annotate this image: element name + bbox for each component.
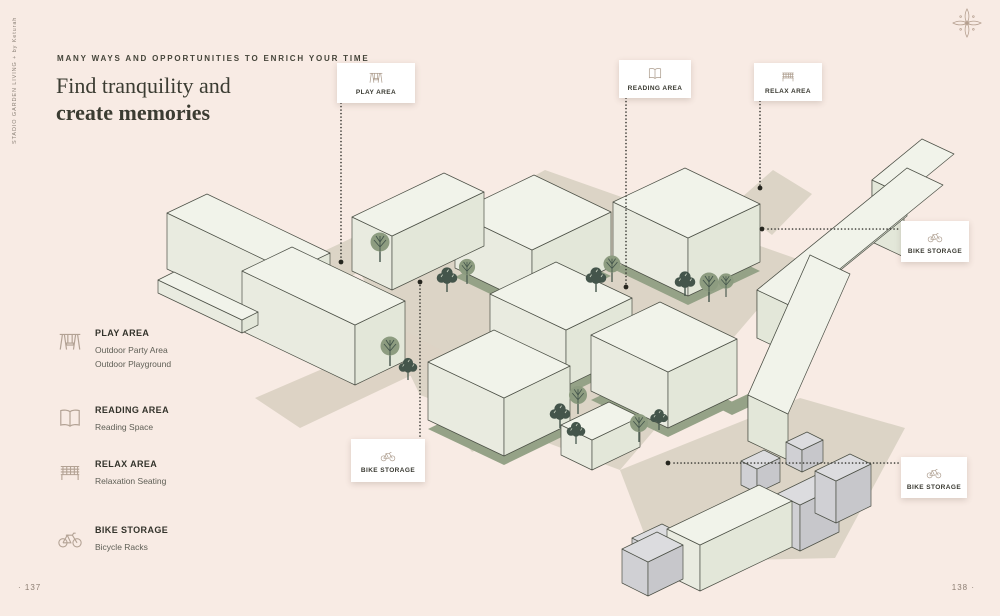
callout-bike-storage-top-right: BIKE STORAGE — [901, 221, 969, 262]
open-book-icon — [57, 406, 83, 432]
callout-label: READING AREA — [627, 85, 683, 92]
bicycle-icon — [57, 526, 83, 552]
bench-icon — [57, 460, 83, 486]
callout-label: RELAX AREA — [764, 88, 811, 95]
legend-detail: Relaxation Seating — [95, 476, 167, 486]
legend-title: RELAX AREA — [95, 459, 158, 469]
swing-icon — [57, 329, 83, 355]
callout-bike-storage-left: BIKE STORAGE — [351, 439, 425, 482]
title-line-1: Find tranquility and — [56, 73, 231, 98]
legend-item-relax-area: RELAX AREA Relaxation Seating — [57, 459, 166, 488]
legend-detail: Bicycle Racks — [95, 542, 148, 552]
open-book-icon — [646, 66, 664, 82]
legend-text: RELAX AREA Relaxation Seating — [95, 459, 166, 488]
bicycle-icon — [923, 229, 947, 245]
legend-detail: Reading Space — [95, 422, 154, 432]
swing-icon — [367, 70, 385, 86]
callout-play-area: PLAY AREA — [337, 63, 415, 103]
flower-ornament-icon — [950, 6, 984, 40]
legend-text: PLAY AREA Outdoor Party Area Outdoor Pla… — [95, 328, 171, 371]
callout-reading-area: READING AREA — [619, 60, 691, 98]
legend-detail: Outdoor Playground — [95, 359, 172, 369]
callout-label: PLAY AREA — [355, 89, 397, 96]
side-label: STADIO GARDEN LIVING + by Keturah — [12, 16, 18, 144]
legend-title: READING AREA — [95, 405, 169, 415]
legend-item-play-area: PLAY AREA Outdoor Party Area Outdoor Pla… — [57, 328, 171, 371]
legend-item-bike-storage: BIKE STORAGE Bicycle Racks — [57, 525, 168, 554]
callout-label: BIKE STORAGE — [360, 466, 416, 474]
bench-icon — [779, 69, 797, 85]
legend-text: READING AREA Reading Space — [95, 405, 169, 434]
legend-text: BIKE STORAGE Bicycle Racks — [95, 525, 168, 554]
title-line-2: create memories — [56, 100, 211, 125]
legend-item-reading-area: READING AREA Reading Space — [57, 405, 169, 434]
legend-detail: Outdoor Party Area — [95, 345, 168, 355]
bicycle-icon — [376, 448, 400, 464]
legend-title: PLAY AREA — [95, 328, 150, 338]
bicycle-icon — [922, 465, 946, 481]
callout-relax-area: RELAX AREA — [754, 63, 822, 101]
callout-label: BIKE STORAGE — [907, 247, 963, 255]
callout-bike-storage-bottom-right: BIKE STORAGE — [901, 457, 967, 498]
eyebrow-text: MANY WAYS AND OPPORTUNITIES TO ENRICH YO… — [57, 54, 370, 63]
page-number-right: 138 · — [951, 583, 975, 592]
legend-title: BIKE STORAGE — [95, 525, 169, 535]
page-title: Find tranquility and create memories — [56, 72, 231, 126]
page-number-left: · 137 — [18, 583, 42, 592]
callout-label: BIKE STORAGE — [906, 483, 962, 491]
